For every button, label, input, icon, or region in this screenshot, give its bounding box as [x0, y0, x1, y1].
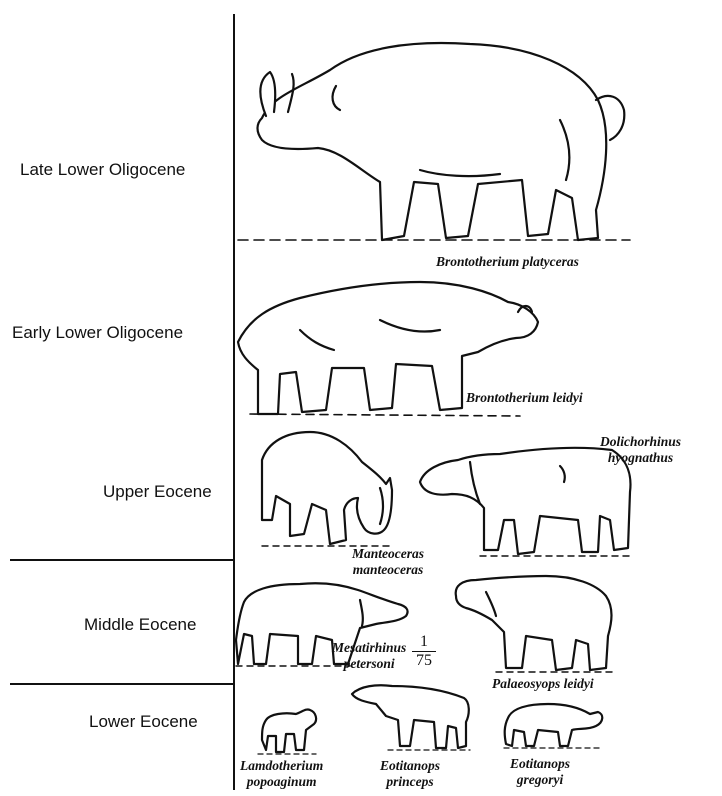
label-lambdotherium-popoaginum: Lamdotherium popoaginum	[240, 758, 323, 790]
eotitanops-gregoryi-illustration	[504, 704, 602, 748]
label-mesatirhinus-petersoni: Mesatirhinus petersoni	[332, 640, 406, 672]
manteoceras-illustration	[262, 432, 392, 546]
label-dolichorhinus-hyognathus: Dolichorhinus hyognathus	[600, 434, 681, 466]
dolichorhinus-illustration	[420, 448, 630, 556]
label-eotitanops-gregoryi: Eotitanops gregoryi	[510, 756, 570, 788]
label-manteoceras-manteoceras: Manteoceras manteoceras	[352, 546, 424, 578]
eotitanops-princeps-illustration	[352, 685, 470, 750]
label-palaeosyops-leidyi: Palaeosyops leidyi	[492, 676, 594, 692]
label-brontotherium-platyceras: Brontotherium platyceras	[436, 254, 579, 270]
scale-ratio: 1 75	[412, 634, 436, 669]
lambdotherium-illustration	[258, 709, 316, 754]
label-brontotherium-leidyi: Brontotherium leidyi	[466, 390, 583, 406]
brontotherium-platyceras-illustration	[238, 43, 630, 240]
palaeosyops-illustration	[456, 576, 612, 672]
label-eotitanops-princeps: Eotitanops princeps	[380, 758, 440, 790]
